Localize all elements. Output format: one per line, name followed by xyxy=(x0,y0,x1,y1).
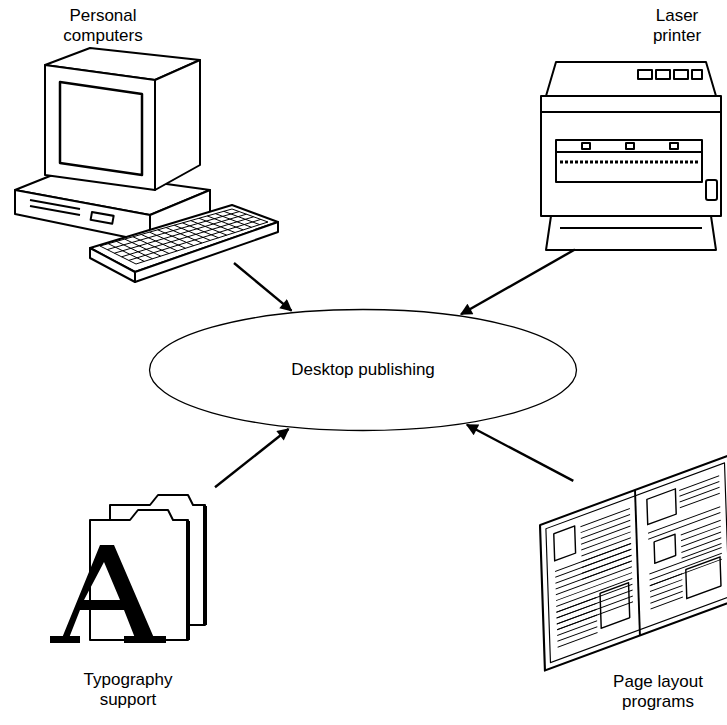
picture-label: Personal computers xyxy=(43,6,163,47)
arrow-connector xyxy=(234,263,291,311)
picture-label: Page layout programs xyxy=(606,672,710,713)
page-layout-illustration xyxy=(540,455,727,671)
central-ellipse: Desktop publishing xyxy=(148,308,578,432)
node-label: Desktop publishing xyxy=(291,360,435,380)
picture-label: Laser printer xyxy=(641,6,713,47)
printer-illustration xyxy=(541,62,721,250)
typography-node: Typography support xyxy=(40,480,215,722)
page-layout-node: Page layout programs xyxy=(533,448,725,722)
arrow-connector xyxy=(467,425,573,481)
arrow-connector xyxy=(215,429,289,487)
typography-illustration xyxy=(50,495,205,643)
arrow-connector xyxy=(461,250,575,315)
printer-node: Laser printer xyxy=(535,2,725,252)
picture-label: Typography support xyxy=(76,670,180,711)
computer-node: Personal computers xyxy=(10,2,290,292)
computer-illustration xyxy=(15,48,278,282)
